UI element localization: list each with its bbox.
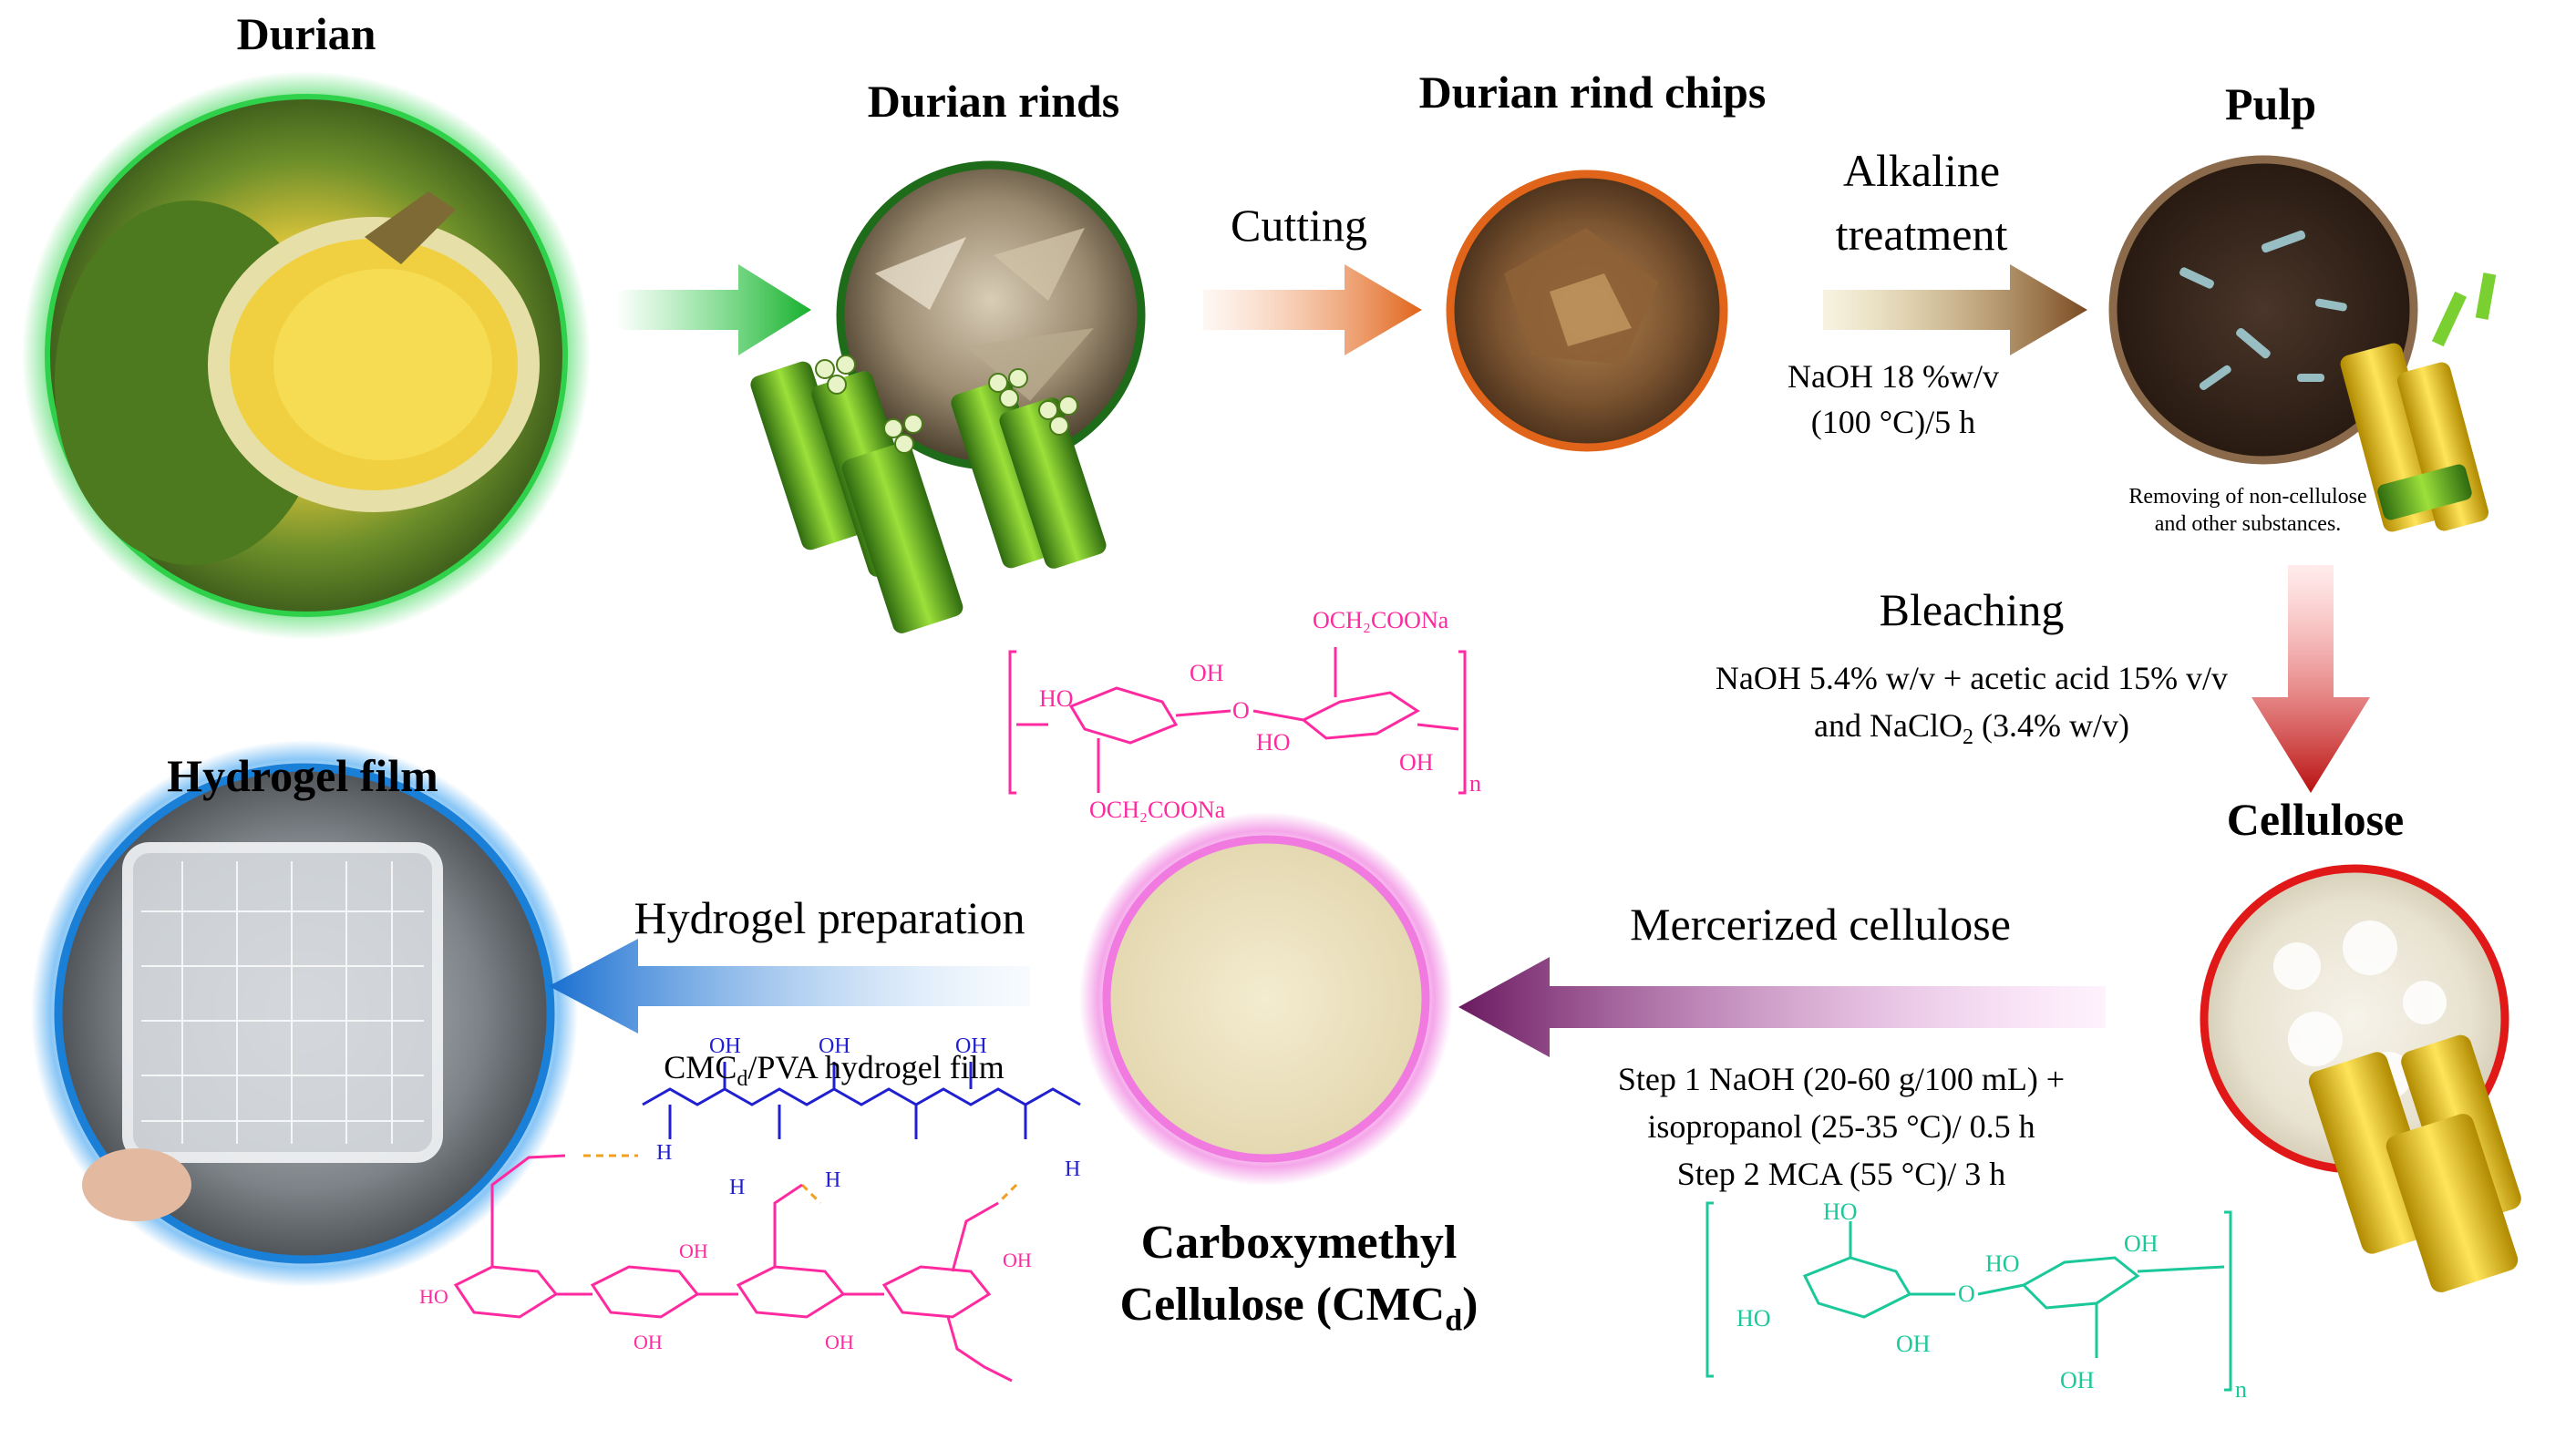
cmc-n: n <box>1469 770 1481 797</box>
cell-oh-3: OH <box>2060 1367 2095 1394</box>
cellulose-structure <box>1705 1201 2232 1392</box>
pva-h-3: H <box>825 1168 841 1192</box>
cmc-title-line1: Carboxymethyl <box>1140 1217 1458 1269</box>
pva-oh-3: OH <box>955 1034 987 1058</box>
cell-ho-3: HO <box>1985 1250 2020 1277</box>
cutting-label: Cutting <box>1230 200 1368 251</box>
durian-title: Durian <box>236 8 376 59</box>
alkaline-conditions: NaOH 18 %w/v (100 °C)/5 h <box>1788 358 1999 440</box>
arrow-bleaching <box>2251 565 2370 793</box>
cell-oh-1: OH <box>1896 1331 1931 1357</box>
cmc-hydrogel-structure <box>453 1154 1013 1383</box>
cell-o-link: O <box>1958 1281 1975 1307</box>
cmc-oh-1: OH <box>1190 660 1224 686</box>
cmc-substituent-bottom: OCH₂COONa <box>1089 797 1226 823</box>
hg-ho-1: HO <box>419 1285 448 1308</box>
arrow-hydrogel-prep <box>549 939 1030 1034</box>
hg-oh-3: OH <box>825 1331 854 1353</box>
pulp-photo <box>2108 155 2418 465</box>
cmc-pva-film-label: CMCd/PVA hydrogel film <box>664 1049 1005 1092</box>
arrow-durian-to-rinds <box>615 264 811 355</box>
cmc-o-link: O <box>1232 697 1250 724</box>
pva-oh-1: OH <box>709 1034 741 1058</box>
arrow-alkaline <box>1823 264 2087 355</box>
mercerization-conditions: Step 1 NaOH (20-60 g/100 mL) + isopropan… <box>1617 1061 2066 1192</box>
bleaching-conditions: NaOH 5.4% w/v + acetic acid 15% v/v and … <box>1715 660 2229 750</box>
cmc-title: Carboxymethyl Cellulose (CMCd) <box>1120 1212 1479 1352</box>
arrow-cutting <box>1203 264 1422 355</box>
hydrogel-film-title: Hydrogel film <box>167 750 438 801</box>
pva-h-4: H <box>1065 1157 1081 1181</box>
fiber-bundles-cellulose <box>2308 1034 2521 1292</box>
durian-rinds-title: Durian rinds <box>867 76 1120 127</box>
pulp-title: Pulp <box>2224 78 2317 129</box>
cell-oh-2: OH <box>2124 1230 2159 1257</box>
alkaline-treatment-label: Alkaline treatment <box>1835 145 2008 260</box>
durian-rind-chips-title: Durian rind chips <box>1418 67 1767 118</box>
hydrogel-film-photo <box>31 740 578 1287</box>
pva-structure <box>642 1062 1081 1139</box>
hg-oh-4: OH <box>1003 1249 1032 1271</box>
hg-oh-1: OH <box>679 1239 708 1262</box>
durian-photo <box>22 71 591 640</box>
mercerized-cellulose-label: Mercerized cellulose <box>1630 899 2011 950</box>
arrow-mercerized <box>1458 957 2106 1057</box>
fiber-bundles-pulp <box>2340 273 2497 532</box>
cell-ho-2: HO <box>1736 1305 1771 1332</box>
cellulose-title: Cellulose <box>2226 794 2405 845</box>
bleaching-label: Bleaching <box>1879 584 2065 635</box>
cmc-structure <box>1008 647 1467 795</box>
removing-note: Removing of non-cellulose and other subs… <box>2128 485 2367 536</box>
cmc-ho-1: HO <box>1039 685 1074 712</box>
cmc-photo <box>1079 812 1453 1186</box>
hg-oh-2: OH <box>634 1331 663 1353</box>
fiber-bundles-green <box>750 355 1107 633</box>
cmc-title-line2: Cellulose (CMCd) <box>1119 1279 1479 1338</box>
durian-rind-chips-photo <box>1446 170 1728 452</box>
cell-ho-1: HO <box>1823 1198 1858 1225</box>
cmc-substituent-top: OCH₂COONa <box>1313 607 1449 633</box>
hydrogen-bonds <box>583 1154 1018 1205</box>
cmc-oh-2: OH <box>1399 749 1434 776</box>
cell-n: n <box>2235 1376 2247 1403</box>
cmc-ho-2: HO <box>1256 729 1291 756</box>
hydrogel-preparation-label: Hydrogel preparation <box>634 892 1025 943</box>
pva-h-1: H <box>656 1141 673 1165</box>
pva-oh-2: OH <box>819 1034 850 1058</box>
pva-h-2: H <box>729 1176 746 1199</box>
